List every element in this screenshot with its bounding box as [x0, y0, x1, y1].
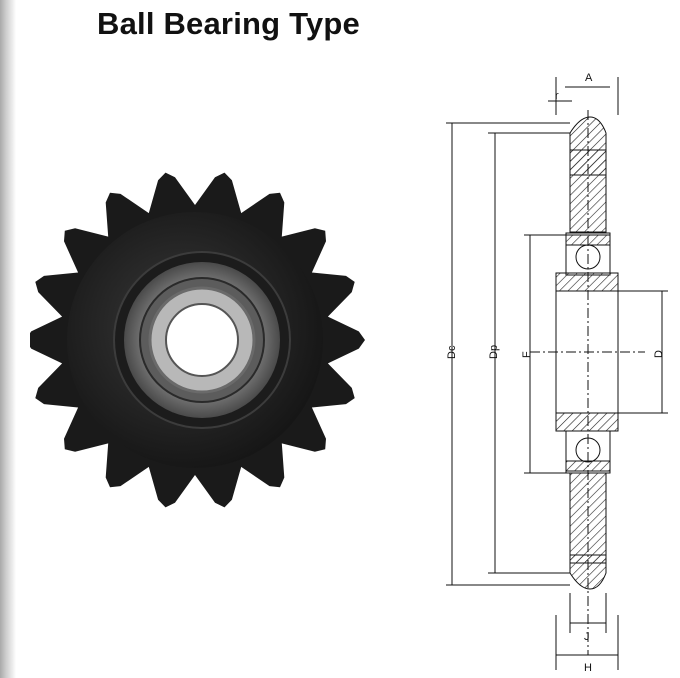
page-title: Ball Bearing Type	[97, 6, 360, 41]
sprocket-photo	[30, 172, 365, 508]
cross-section-drawing: A r Dc Dp F D J H	[446, 72, 668, 674]
dim-label-F: F	[521, 351, 533, 358]
dim-label-Dc: Dc	[446, 345, 458, 359]
dim-label-J: J	[584, 631, 590, 643]
dim-label-D: D	[653, 350, 665, 358]
lower-inner-ring	[555, 412, 619, 432]
dim-label-Dp: Dp	[488, 345, 500, 359]
upper-inner-ring	[555, 272, 619, 292]
dim-label-r: r	[555, 90, 559, 102]
bore-hole	[165, 303, 239, 377]
dim-label-H: H	[584, 662, 592, 674]
lower-tooth-section	[569, 554, 607, 590]
dim-label-A: A	[585, 72, 593, 84]
page-edge-shadow	[0, 0, 16, 678]
